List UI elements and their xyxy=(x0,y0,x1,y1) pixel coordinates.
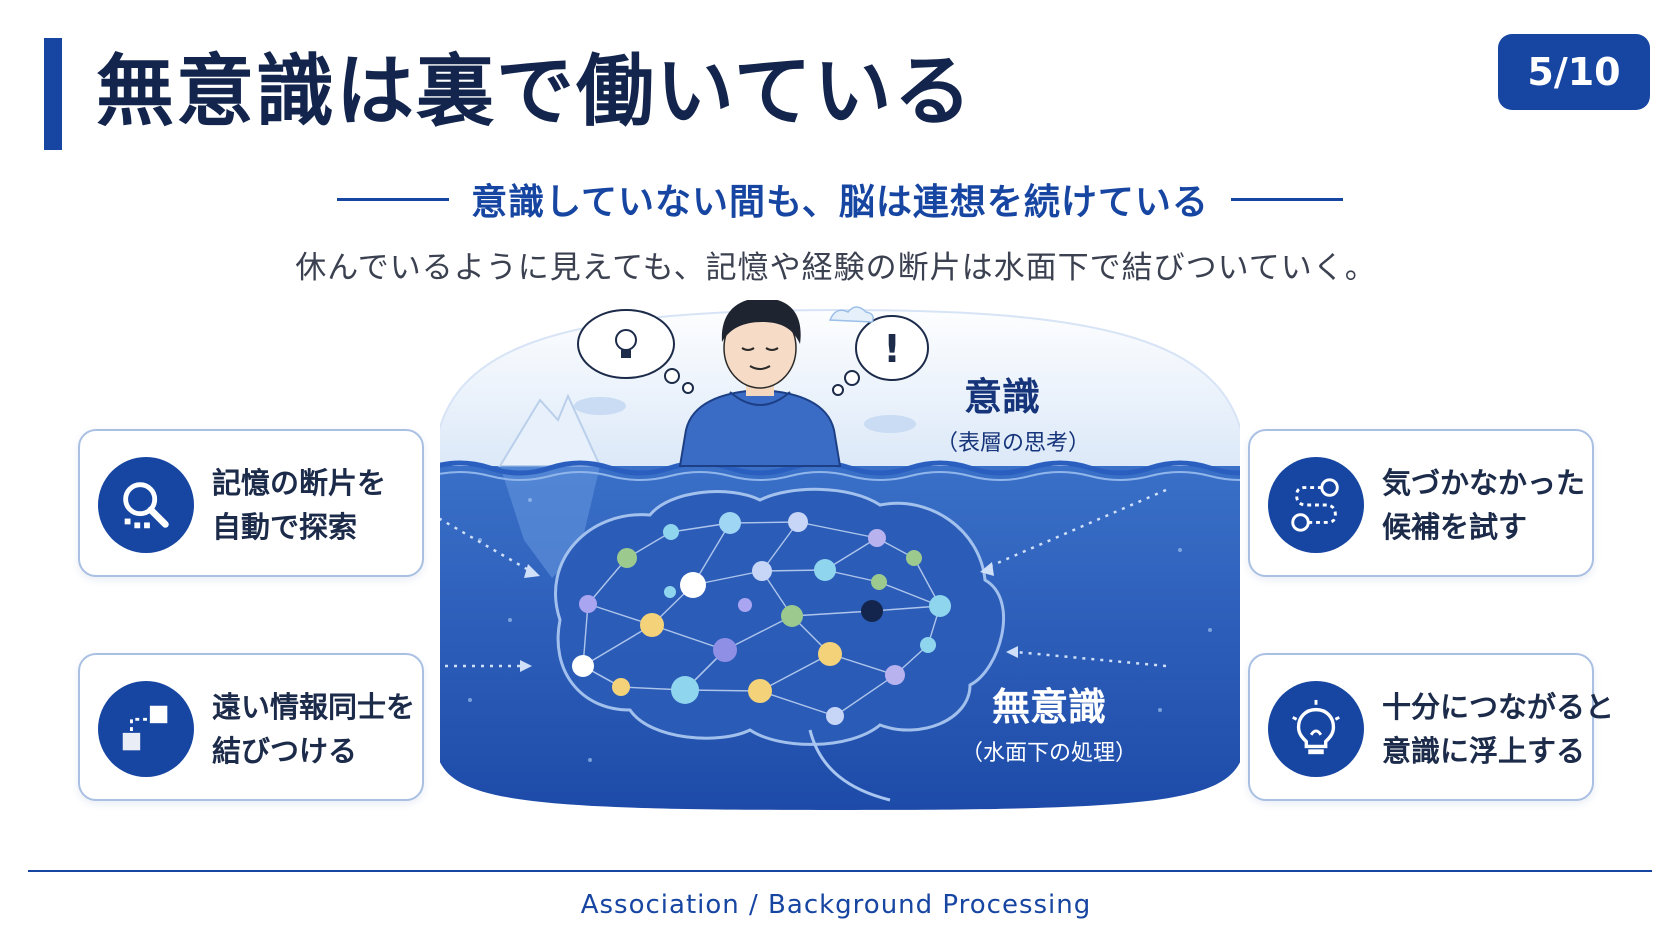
page-title: 無意識は裏で働いている xyxy=(96,47,974,137)
footer-caption: Association / Background Processing xyxy=(580,890,1092,920)
card-line-1: 遠い情報同士を xyxy=(212,690,416,724)
unconscious-title: 無意識 xyxy=(991,685,1106,729)
card-icon-circle xyxy=(98,681,194,777)
unconscious-label: 無意識 （水面下の処理） xyxy=(960,676,1138,767)
card-line-2: 候補を試す xyxy=(1382,510,1528,544)
subtitle-left-rule xyxy=(337,197,450,201)
card-surface-to-conscious: 十分につながると 意識に浮上する xyxy=(1248,653,1614,801)
card-line-1: 気づかなかった xyxy=(1382,466,1586,500)
person-figure xyxy=(678,300,842,467)
subtitle: 意識していない間も、脳は連想を続けている xyxy=(471,182,1209,223)
conscious-label: 意識 （表層の思考） xyxy=(936,366,1091,457)
card-text: 記憶の断片を 自動で探索 xyxy=(212,461,386,549)
lead-text: 休んでいるように見えても、記憶や経験の断片は水面下で結びついていく。 xyxy=(295,250,1377,286)
card-text: 遠い情報同士を 結びつける xyxy=(212,685,415,773)
connector-arrows xyxy=(440,488,1167,668)
brain-network xyxy=(554,487,1006,802)
conscious-note: （表層の思考） xyxy=(936,431,1091,456)
cloud-icon xyxy=(864,415,916,433)
water-surface xyxy=(440,460,1240,476)
card-connect-distant-info: 遠い情報同士を 結びつける xyxy=(78,653,424,801)
title-accent-bar xyxy=(44,38,62,150)
subtitle-row: 意識していない間も、脳は連想を続けている xyxy=(300,174,1380,224)
card-line-1: 十分につながると xyxy=(1382,690,1615,724)
card-line-2: 結びつける xyxy=(212,734,358,768)
card-text: 十分につながると 意識に浮上する xyxy=(1382,685,1614,773)
card-line-1: 記憶の断片を xyxy=(212,466,387,500)
thought-bubble-idea xyxy=(577,309,694,394)
card-text: 気づかなかった 候補を試す xyxy=(1382,461,1585,549)
card-icon-circle xyxy=(1268,457,1364,553)
cloud-icon xyxy=(574,397,626,415)
card-try-candidates: 気づかなかった 候補を試す xyxy=(1248,429,1594,577)
cloud-icon xyxy=(828,306,874,323)
page-indicator: 5/10 xyxy=(1498,34,1650,110)
card-icon-circle xyxy=(1268,681,1364,777)
path-nodes-icon xyxy=(1291,478,1339,532)
connect-blocks-icon xyxy=(122,705,168,751)
water-particles xyxy=(468,498,1212,762)
magnifier-icon xyxy=(123,482,169,529)
footer-rule xyxy=(28,870,1652,872)
thought-bubble-exclaim: ! xyxy=(832,315,929,396)
unconscious-note: （水面下の処理） xyxy=(960,741,1137,766)
conscious-title: 意識 xyxy=(963,375,1040,419)
card-line-2: 意識に浮上する xyxy=(1382,734,1586,768)
exclamation-icon: ! xyxy=(883,327,900,371)
iceberg-brain-illustration: ! xyxy=(440,300,1240,860)
lightbulb-icon xyxy=(1292,699,1340,755)
card-explore-memories: 記憶の断片を 自動で探索 xyxy=(78,429,424,577)
card-icon-circle xyxy=(98,457,194,553)
card-line-2: 自動で探索 xyxy=(212,510,358,544)
subtitle-right-rule xyxy=(1230,197,1343,201)
